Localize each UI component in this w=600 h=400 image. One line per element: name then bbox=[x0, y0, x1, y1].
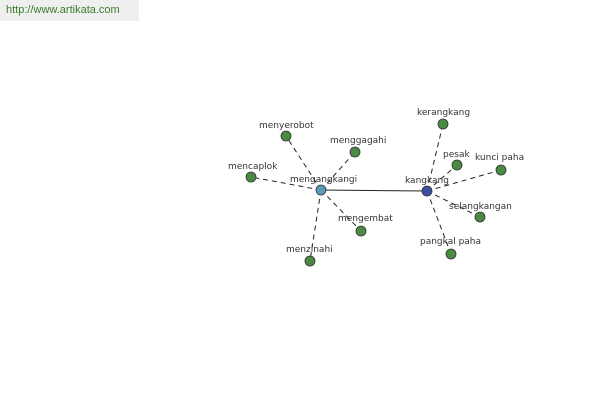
edge-kangkang-kerangkang bbox=[426, 123, 444, 192]
node-pesak[interactable] bbox=[451, 159, 463, 171]
edge-kangkang-pesak bbox=[426, 164, 458, 192]
node-mencaplok[interactable] bbox=[245, 171, 257, 183]
node-selangkangan[interactable] bbox=[474, 211, 486, 223]
node-label-selangkangan: selangkangan bbox=[449, 202, 512, 212]
node-pangkal-paha[interactable] bbox=[445, 248, 457, 260]
hub-label-kangkang: kangkang bbox=[405, 176, 449, 186]
labels-layer: menyerobot menggagahi mencaplok mengembat me… bbox=[228, 108, 524, 255]
node-label-pesak: pesak bbox=[443, 150, 470, 160]
node-menggagahi[interactable] bbox=[349, 146, 361, 158]
node-label-menggagahi: menggagahi bbox=[330, 136, 386, 146]
node-label-kerangkang: kerangkang bbox=[417, 108, 470, 118]
node-label-mengembat: mengembat bbox=[338, 214, 393, 224]
source-link[interactable]: http://www.artikata.com bbox=[6, 4, 120, 16]
edge-mengangkangi-mengembat bbox=[320, 189, 362, 232]
edge-kangkang-pangkal-paha bbox=[426, 190, 452, 255]
hub-label-mengangkangi: mengangkangi bbox=[290, 175, 357, 185]
edge-mengangkangi-kangkang bbox=[320, 189, 428, 192]
node-kerangkang[interactable] bbox=[437, 118, 449, 130]
node-menzinahi[interactable] bbox=[304, 255, 316, 267]
hub-node-kangkang[interactable] bbox=[421, 185, 433, 197]
hub-node-mengangkangi[interactable] bbox=[315, 184, 327, 196]
edge-mengangkangi-menyerobot bbox=[285, 135, 322, 191]
edge-mengangkangi-mencaplok bbox=[250, 176, 322, 191]
edge-kangkang-kunci-paha bbox=[426, 169, 502, 192]
edge-mengangkangi-menzinahi bbox=[309, 189, 322, 262]
node-label-menyerobot: menyerobot bbox=[259, 121, 314, 131]
node-label-menzinahi: menzinahi bbox=[286, 245, 333, 255]
edge-kangkang-selangkangan bbox=[426, 190, 481, 218]
node-label-kunci-paha: kunci paha bbox=[475, 153, 524, 163]
node-mengembat[interactable] bbox=[355, 225, 367, 237]
node-menyerobot[interactable] bbox=[280, 130, 292, 142]
node-kunci-paha[interactable] bbox=[495, 164, 507, 176]
source-bar: http://www.artikata.com bbox=[0, 0, 139, 21]
edges-layer bbox=[250, 123, 502, 262]
node-label-pangkal-paha: pangkal paha bbox=[420, 237, 481, 247]
node-label-mencaplok: mencaplok bbox=[228, 162, 278, 172]
nodes-layer bbox=[245, 118, 507, 267]
